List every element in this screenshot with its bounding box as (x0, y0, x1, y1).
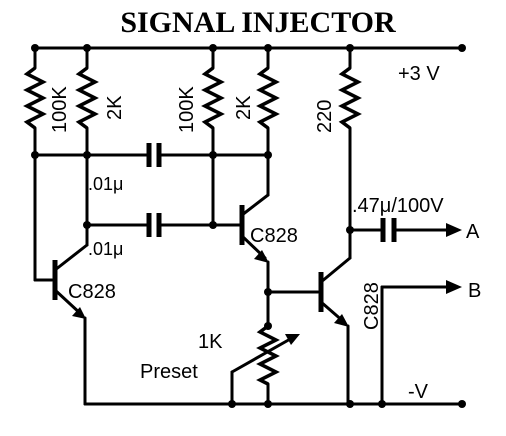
q2-label: C828 (250, 225, 298, 247)
r1-value-label: 100K (49, 86, 71, 133)
transistor-q1 (33, 153, 89, 406)
negative-supply-label: -V (408, 381, 429, 403)
output-a-label: A (466, 221, 480, 243)
r2-value-label: 2K (104, 95, 126, 120)
q3-label: C828 (361, 282, 383, 330)
pot-value-label: 1K (198, 331, 223, 353)
resistor-r1 (23, 46, 47, 157)
output-b-label: B (468, 280, 481, 302)
output-a-arrow (446, 223, 462, 237)
junction-dot (83, 151, 91, 159)
r4-value-label: 2K (233, 95, 255, 120)
resistor-r4 (256, 46, 280, 197)
c2-value-label: .01μ (88, 239, 123, 259)
junction-dot (458, 44, 466, 52)
pot-type-label: Preset (140, 361, 198, 383)
r3-value-label: 100K (176, 86, 198, 133)
c3-value-label: .47μ/100V (352, 195, 444, 217)
junction-dot (264, 322, 272, 330)
potentiometer-preset (230, 290, 300, 406)
junction-dot (209, 151, 217, 159)
r5-value-label: 220 (314, 100, 336, 133)
c1-value-label: .01μ (88, 174, 123, 194)
resistor-r5 (338, 46, 362, 257)
q1-label: C828 (68, 281, 116, 303)
resistor-r3 (201, 46, 225, 227)
transistor-q3 (318, 228, 352, 406)
junction-dot (458, 400, 466, 408)
diagram-title: SIGNAL INJECTOR (120, 6, 396, 39)
resistor-r2 (75, 46, 99, 227)
junction-dot (264, 151, 272, 159)
output-b-arrow (446, 280, 462, 294)
junction-dot (346, 226, 354, 234)
junction-dot (209, 221, 217, 229)
transistor-q2 (239, 193, 270, 294)
positive-supply-label: +3 V (398, 63, 440, 85)
